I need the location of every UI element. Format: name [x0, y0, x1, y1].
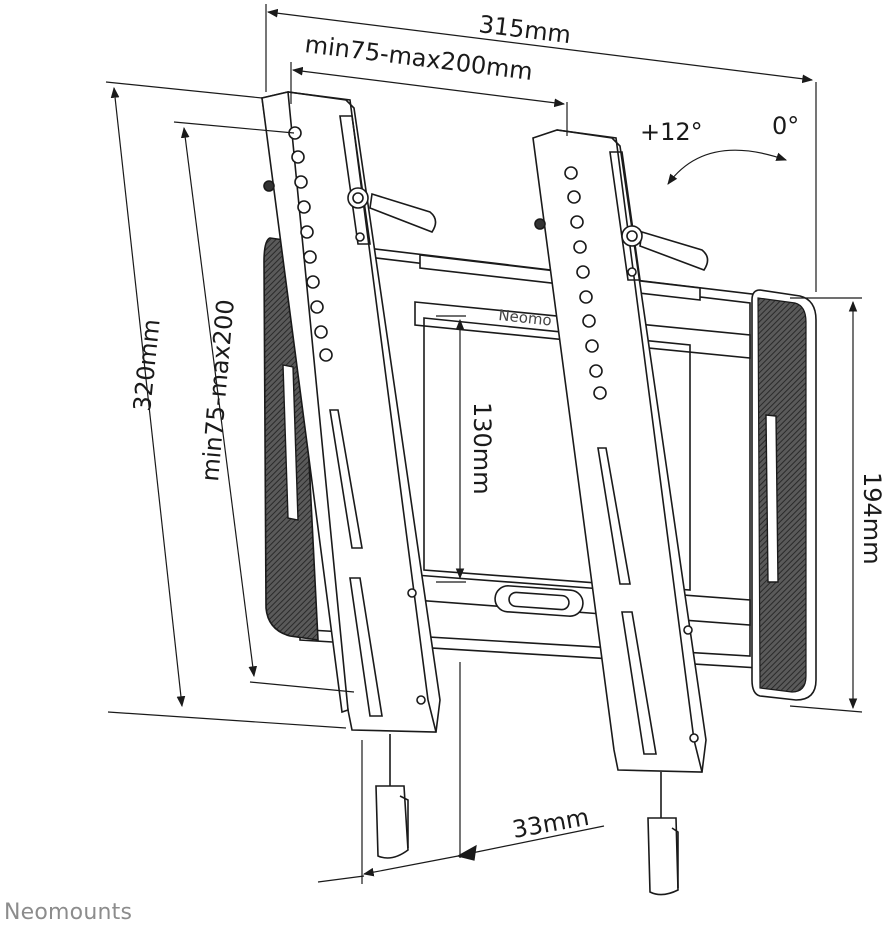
brand-logo: Neomounts	[4, 900, 133, 925]
double-arrow-icon	[180, 126, 258, 678]
double-arrow-icon	[291, 66, 566, 108]
knob-icon	[534, 218, 709, 271]
overall-width-label: 315mm	[477, 10, 572, 49]
safety-pulls	[375, 734, 679, 896]
left-pad	[263, 237, 319, 641]
plate-slot	[494, 585, 584, 617]
double-arrow-icon	[362, 855, 459, 877]
tilt-angle-label: +12°	[640, 118, 703, 146]
dimension-lines	[105, 4, 863, 884]
left-arm-holes	[288, 126, 426, 705]
plate-brand-label: Neomo	[498, 306, 553, 329]
vesa-height-label: min75-max200	[196, 298, 240, 482]
plate-inner-height-label: 130mm	[468, 402, 496, 495]
zero-angle-label: 0°	[772, 112, 799, 140]
double-arrow-icon	[110, 86, 186, 708]
double-arrow-icon	[461, 825, 605, 856]
curved-arrow-icon	[667, 149, 788, 185]
overall-height-label: 320mm	[128, 318, 166, 413]
knob-icon	[263, 180, 437, 233]
left-arm	[261, 91, 441, 733]
right-pad	[751, 289, 817, 701]
right-arm	[532, 129, 707, 773]
plate-height-label: 194mm	[858, 472, 886, 565]
right-arm-holes	[564, 166, 699, 743]
double-arrow-icon	[266, 8, 814, 84]
wall-distance-label: 33mm	[510, 803, 591, 844]
